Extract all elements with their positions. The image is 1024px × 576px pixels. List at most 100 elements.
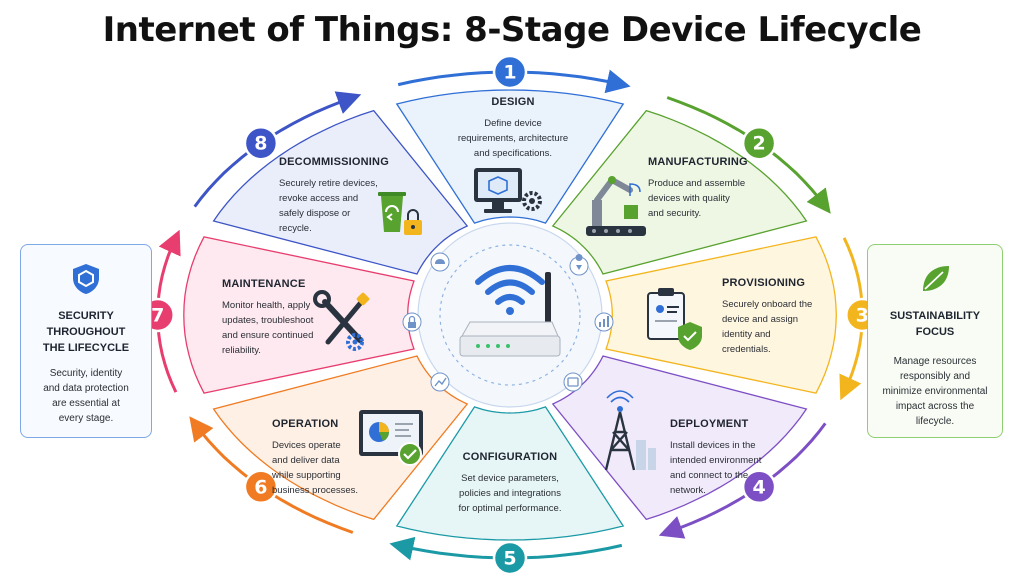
stage-configuration-badge: 5 — [492, 540, 528, 576]
bar-chart-icon — [594, 312, 614, 332]
center-hub — [402, 222, 614, 408]
stage-title: PROVISIONING — [722, 277, 806, 289]
stage-configuration-text: CONFIGURATION Set device parameters, pol… — [440, 450, 580, 516]
stage-description-line: business processes. — [272, 485, 359, 496]
stage-description-line: Install devices in the — [670, 440, 756, 451]
stage-description-line: and security. — [648, 208, 702, 219]
stage-description-line: policies and integrations — [459, 488, 561, 499]
stage-deployment-text: DEPLOYMENT Install devices in the intend… — [670, 417, 800, 498]
stage-configuration-segment — [395, 406, 625, 541]
shield-icon — [73, 264, 99, 294]
monitor-cube-gear-icon — [474, 168, 542, 213]
stage-operation-badge: 6 — [243, 469, 279, 505]
stage-description-line: and connect to the — [670, 470, 749, 481]
stage-description-line: and specifications. — [473, 148, 553, 159]
stage-description-line: while supporting — [272, 470, 341, 481]
security-description-line: every stage. — [58, 413, 114, 424]
stage-number: 7 — [151, 305, 164, 327]
wifi-router-icon — [459, 265, 561, 357]
security-description-line: Security, identity — [49, 368, 123, 379]
stage-number: 3 — [856, 305, 869, 327]
stage-decommissioning-segment — [212, 109, 469, 275]
stage-description-line: requirements, architecture — [457, 133, 569, 144]
stage-operation-segment — [212, 355, 469, 521]
stage-description-line: Set device parameters, — [461, 473, 559, 484]
stage-number: 2 — [752, 133, 765, 155]
stage-provisioning-text: PROVISIONING Securely onboard the device… — [722, 276, 842, 357]
stage-number: 6 — [254, 476, 267, 498]
stage-title: DESIGN — [491, 96, 535, 108]
stage-description-line: intended environment — [670, 455, 762, 466]
location-pin-icon — [569, 254, 589, 276]
stage-number: 8 — [254, 133, 267, 155]
stage-deployment-segment — [551, 355, 808, 521]
stage-description-line: updates, troubleshoot — [222, 315, 314, 326]
stage-title: DECOMMISSIONING — [279, 156, 389, 168]
stage-title: DEPLOYMENT — [670, 418, 749, 430]
stage-description-line: safely dispose or — [279, 208, 351, 219]
page-title: Internet of Things: 8-Stage Device Lifec… — [102, 10, 922, 50]
sustainability-description-line: Manage resources — [893, 356, 977, 367]
robot-arm-factory-icon — [586, 176, 646, 236]
stage-operation-text: OPERATION Devices operate and deliver da… — [272, 417, 382, 498]
wrench-screwdriver-icon — [313, 290, 370, 351]
stage-description-line: reliability. — [222, 345, 261, 356]
stage-description-line: Securely retire devices, — [279, 178, 378, 189]
stage-manufacturing-text: MANUFACTURING Produce and assemble devic… — [648, 155, 788, 221]
stage-deployment-badge: 4 — [741, 469, 777, 505]
stage-description-line: Securely onboard the — [722, 299, 813, 310]
stage-description-line: recycle. — [279, 223, 312, 234]
clipboard-shield-icon — [647, 288, 702, 350]
sustainability-description-line: lifecycle. — [915, 416, 955, 427]
stage-description-line: revoke access and — [279, 193, 359, 204]
stage-title: MAINTENANCE — [222, 278, 306, 290]
stage-description-line: devices with quality — [648, 193, 730, 204]
stage-manufacturing-badge: 2 — [741, 125, 777, 161]
stage-description-line: network. — [670, 485, 706, 496]
sustainability-description-line: impact across the — [895, 401, 975, 412]
stage-description-line: and deliver data — [272, 455, 340, 466]
stage-decommissioning-badge: 8 — [243, 125, 279, 161]
stage-title: CONFIGURATION — [462, 451, 558, 463]
sustainability-description-line: responsibly and — [899, 371, 971, 382]
security-description-line: are essential at — [52, 398, 120, 409]
stage-description-line: identity and — [722, 329, 771, 340]
stage-title: MANUFACTURING — [648, 156, 748, 168]
sustainability-description-line: minimize environmental — [882, 386, 988, 397]
stage-description-line: device and assign — [722, 314, 799, 325]
stage-description-line: Devices operate — [272, 440, 341, 451]
recycle-bin-lock-icon — [378, 192, 422, 235]
stage-design-segment — [395, 89, 625, 224]
stage-provisioning-segment — [605, 236, 837, 394]
stage-description-line: for optimal performance. — [458, 503, 562, 514]
leaf-icon — [923, 266, 949, 291]
cell-tower-icon — [604, 390, 656, 471]
analytics-icon — [430, 372, 450, 392]
device-icon — [563, 372, 583, 392]
dashboard-check-icon — [359, 410, 423, 466]
lock-icon — [402, 312, 422, 332]
stage-title: OPERATION — [272, 418, 339, 430]
sustainability-title-line: SUSTAINABILITY — [889, 310, 981, 322]
security-title-line: SECURITY — [58, 310, 114, 322]
security-title-line: THE LIFECYCLE — [42, 342, 130, 354]
stage-decommissioning-text: DECOMMISSIONING Securely retire devices,… — [279, 155, 399, 236]
security-panel: SECURITY THROUGHOUT THE LIFECYCLE Securi… — [20, 244, 152, 438]
stage-description-line: Produce and assemble — [648, 178, 746, 189]
sustainability-panel: SUSTAINABILITY FOCUS Manage resources re… — [867, 244, 1003, 438]
security-title-line: THROUGHOUT — [46, 326, 126, 338]
stage-design-badge: 1 — [492, 54, 528, 90]
stage-number: 1 — [503, 62, 516, 84]
cloud-icon — [430, 252, 450, 272]
sustainability-title-line: FOCUS — [915, 326, 955, 338]
stage-maintenance-text: MAINTENANCE Monitor health, apply update… — [222, 277, 342, 358]
stage-description-line: and ensure continued — [222, 330, 314, 341]
stage-number: 4 — [752, 476, 765, 498]
stage-description-line: Define device — [484, 118, 542, 129]
security-description-line: and data protection — [43, 383, 129, 394]
stage-description-line: credentials. — [722, 344, 771, 355]
stage-description-line: Monitor health, apply — [222, 300, 311, 311]
stage-design-text: DESIGN Define device requirements, archi… — [453, 95, 573, 161]
stage-number: 5 — [503, 548, 516, 570]
